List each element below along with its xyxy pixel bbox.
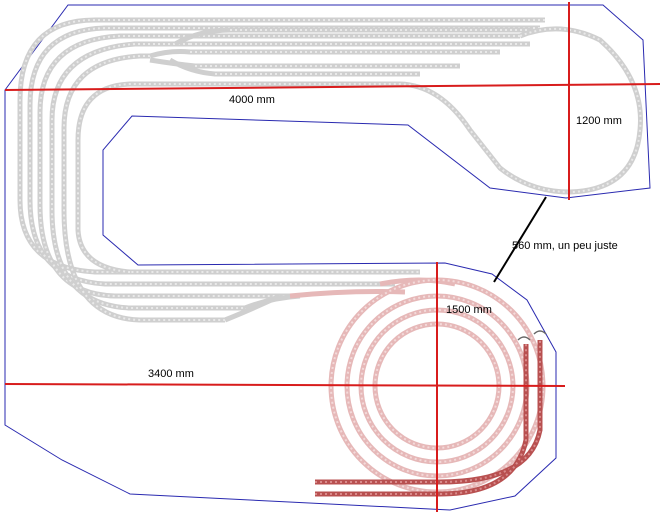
upper-track-group — [17, 17, 643, 323]
siding-3 — [149, 49, 500, 59]
siding-ties — [190, 29, 530, 75]
label-upper-depth: 1200 mm — [576, 115, 622, 127]
siding-5 — [168, 57, 420, 77]
label-lower-width: 3400 mm — [148, 368, 194, 380]
upper-track-1-ties — [19, 19, 545, 273]
lower-siding-2 — [224, 293, 282, 323]
buffer-stop-icon — [517, 336, 531, 341]
upper-track-4-ties — [51, 43, 245, 309]
dim-lower-width — [4, 383, 566, 387]
buffer-stop-icon — [533, 330, 547, 335]
ramp-track-inner-ties — [315, 344, 527, 495]
label-gap: 560 mm, un peu juste — [512, 240, 618, 252]
label-helix-diameter: 1500 mm — [446, 304, 492, 316]
upper-track-1 — [17, 17, 545, 275]
return-loop-ties — [77, 27, 642, 273]
siding-1 — [173, 27, 530, 47]
dimension-lines — [4, 2, 660, 512]
upper-track-5-ties — [63, 55, 225, 321]
dim-upper-width — [4, 83, 660, 91]
dim-gap-line — [493, 196, 547, 283]
label-upper-width: 4000 mm — [229, 94, 275, 106]
upper-track-2 — [27, 25, 540, 287]
ramp-tracks — [315, 330, 547, 497]
baseboard-outline — [4, 4, 651, 511]
